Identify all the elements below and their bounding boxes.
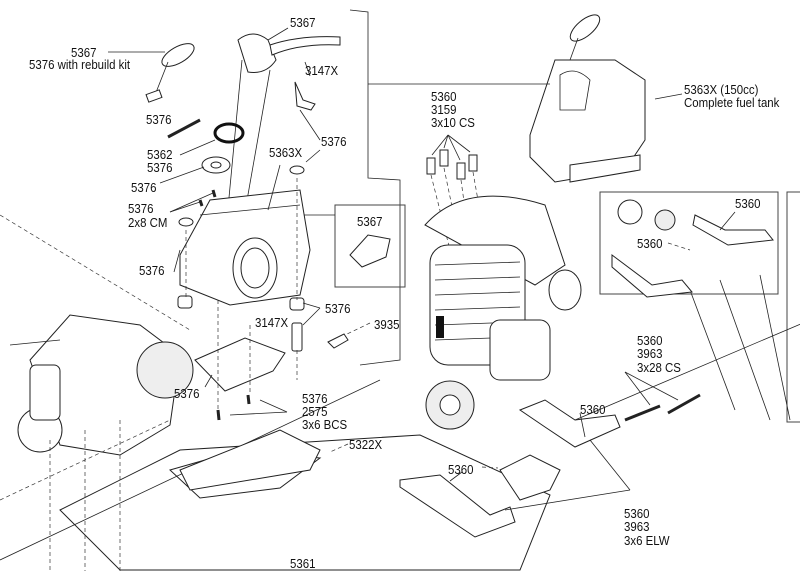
pressure-clip [327,333,349,349]
engine-plate [179,429,321,491]
callout-5360-long-screws: 5360 [637,333,663,348]
throttle-linkage [294,81,316,111]
grommet [177,295,193,309]
callout-5361: 5361 [290,556,316,571]
grommet [289,165,305,175]
callout-5376-screws: 5376 [128,201,154,216]
callout-5376-washer: 5376 [131,180,157,195]
callout-3x10cs: 3x10 CS [431,115,475,130]
inset-clutch [617,199,643,225]
inset-mount-front [611,254,693,298]
fuel-tank-cap [145,33,341,241]
screw [211,189,217,198]
fuel-line-clip [349,234,391,268]
inset-box-clip [334,204,406,288]
inset-box-right-edge [786,191,800,423]
callout-5376-linkage: 5376 [321,134,347,149]
callout-3147x-lower: 3147X [255,315,289,330]
callout-5360-front-mount: 5360 [448,462,474,477]
callout-5367-clip: 5367 [357,214,383,229]
pull-start-unit [9,314,194,456]
callout-5376-grommet: 5376 [139,263,165,278]
fuel-nipple [291,322,303,352]
callout-3935: 3935 [374,317,400,332]
callout-3x6elw: 3x6 ELW [624,533,670,548]
callout-3963-cs: 3963 [637,346,663,361]
callout-5362-5376: 5376 [147,160,173,175]
inset-mount-rear [692,214,774,246]
fuel-tank-complete [529,14,646,183]
callout-complete-fuel-tank: Complete fuel tank [684,95,780,110]
callout-3159: 3159 [431,102,457,117]
tank-gasket [194,337,286,392]
callout-5376-nipple: 5376 [325,301,351,316]
screw [216,409,221,421]
callout-5376-pin: 5376 [146,112,172,127]
callout-2x8cm: 2x8 CM [128,215,168,230]
long-screw [667,393,701,415]
fuel-tank-body [179,189,311,306]
screw [198,199,204,207]
screw [246,394,251,405]
callout-5360-elw: 5360 [624,506,650,521]
grommet [178,217,194,227]
callout-5362: 5362 [147,147,173,162]
group-bracket-line [349,9,401,366]
callout-5360-inset-rear: 5360 [735,196,761,211]
callout-5360-screws: 5360 [431,89,457,104]
callout-5322x: 5322X [349,437,383,452]
nitro-engine [424,195,582,430]
inset-box-mounts [599,191,779,295]
long-screw [624,404,661,422]
callout-3963-elw: 3963 [624,519,650,534]
callout-2575: 2575 [302,404,328,419]
engine-mount-front [399,474,516,538]
callout-5376-bcs: 5376 [302,391,328,406]
callout-5367-top: 5367 [290,15,316,30]
mount-bracket [499,454,561,501]
callout-5360-rear-mount: 5360 [580,402,606,417]
callout-5376-gasket: 5376 [174,386,200,401]
engine-mount-rear [518,399,621,448]
pin [167,118,201,139]
glow-plug [436,316,444,338]
callout-5360-inset-front: 5360 [637,236,663,251]
callout-5363x-150cc: 5363X (150cc) [684,82,759,97]
callout-rebuild-kit: 5376 with rebuild kit [29,57,131,72]
callout-3x28cs: 3x28 CS [637,360,681,375]
callout-3147x-top: 3147X [305,63,339,78]
callout-5363x: 5363X [269,145,303,160]
callout-3x6bcs: 3x6 BCS [302,417,348,432]
callout-5367-ring: 5367 [71,45,97,60]
o-ring [213,122,245,144]
